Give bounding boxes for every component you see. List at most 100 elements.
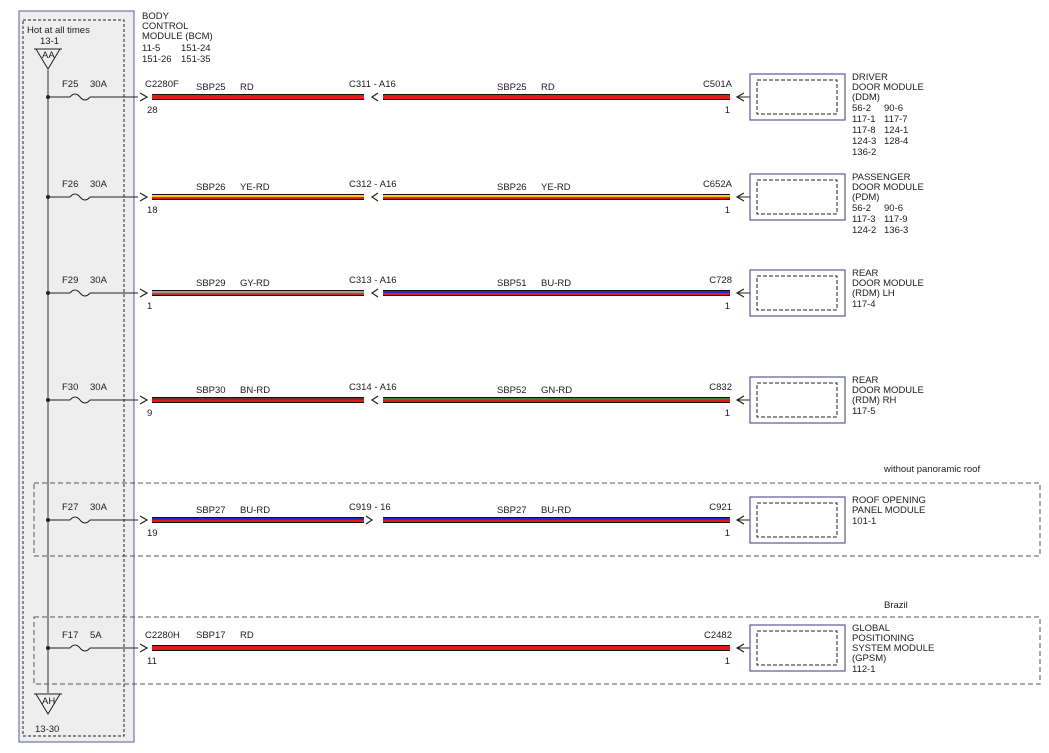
fuse-label: F17: [62, 630, 78, 641]
inline-connector-arrow: [365, 515, 374, 525]
inline-connector: C312 - A16: [349, 179, 397, 190]
module-ref: 136-2: [852, 147, 876, 158]
region-label: Brazil: [884, 600, 908, 611]
module-ref: 124-2: [852, 225, 876, 236]
bcm-pin-arrow: [139, 643, 149, 653]
wire-left[interactable]: [152, 94, 364, 100]
bcm-panel[interactable]: [18, 10, 135, 743]
fuse-icon[interactable]: [69, 644, 91, 652]
module-ref: 90-6: [884, 203, 903, 214]
wire-left[interactable]: [152, 517, 364, 523]
fuse-amps: 5A: [90, 630, 102, 641]
fuse-icon[interactable]: [69, 193, 91, 201]
module-box[interactable]: [749, 624, 846, 672]
inline-connector-arrow: [370, 92, 379, 102]
bcm-ref: 11-5: [142, 43, 160, 54]
fuse-amps: 30A: [90, 179, 108, 190]
module-name: DOOR MODULE: [852, 278, 924, 289]
dest-connector: C501A: [703, 79, 733, 90]
connector-ah-icon[interactable]: AH: [34, 693, 62, 715]
bcm-title-3: MODULE (BCM): [142, 31, 213, 42]
module-box[interactable]: [749, 269, 846, 317]
fuse-icon[interactable]: [69, 289, 91, 297]
right-circuit: SBP52: [497, 385, 527, 396]
bcm-pin-arrow: [139, 288, 149, 298]
connector-aa-icon[interactable]: AA: [34, 48, 62, 70]
wire-right[interactable]: [383, 290, 730, 296]
module-name: (RDM) RH: [852, 395, 896, 406]
module-name: ROOF OPENING: [852, 495, 926, 506]
wire-right[interactable]: [383, 94, 730, 100]
module-ref: 117-8: [852, 125, 876, 136]
left-circuit: SBP25: [196, 82, 226, 93]
wire-right[interactable]: [383, 397, 730, 403]
fuse-label: F29: [62, 275, 78, 286]
fuse-amps: 30A: [90, 79, 108, 90]
left-circuit: SBP27: [196, 505, 226, 516]
fuse-label: F30: [62, 382, 78, 393]
fuse-icon[interactable]: [69, 93, 91, 101]
module-box[interactable]: [749, 376, 846, 424]
fuse-icon[interactable]: [69, 516, 91, 524]
left-circuit: SBP26: [196, 182, 226, 193]
module-name: DOOR MODULE: [852, 385, 924, 396]
module-name: DOOR MODULE: [852, 82, 924, 93]
bcm-connector: C2280H: [145, 630, 180, 641]
module-ref: 90-6: [884, 103, 903, 114]
module-name: REAR: [852, 375, 879, 386]
module-ref: 117-7: [884, 114, 908, 125]
inline-connector: C919 - 16: [349, 502, 391, 513]
right-color-code: BU-RD: [541, 505, 571, 516]
module-box[interactable]: [749, 496, 846, 544]
right-color-code: YE-RD: [541, 182, 571, 193]
fuse-label: F26: [62, 179, 78, 190]
wire-right[interactable]: [383, 517, 730, 523]
module-name: PASSENGER: [852, 172, 911, 183]
module-name: (GPSM): [852, 653, 886, 664]
wire-left[interactable]: [152, 194, 364, 200]
right-color-code: RD: [541, 82, 555, 93]
module-box[interactable]: [749, 173, 846, 221]
region-without-panoramic-roof: without panoramic roof: [33, 464, 1041, 557]
left-circuit: SBP29: [196, 278, 226, 289]
bcm-pin: 19: [147, 528, 158, 539]
hot-ref: 13-1: [40, 36, 59, 47]
wire-left[interactable]: [152, 397, 364, 403]
dest-pin: 1: [725, 408, 730, 419]
left-circuit: SBP17: [196, 630, 226, 641]
module-name: DRIVER: [852, 72, 888, 83]
bcm-pin-arrow: [139, 515, 149, 525]
module-ref: 136-3: [884, 225, 908, 236]
bottom-ref: 13-30: [35, 724, 59, 735]
inline-connector: C311 - A16: [349, 79, 396, 90]
fuse-amps: 30A: [90, 275, 108, 286]
bcm-ref: 151-26: [142, 54, 172, 65]
bcm-ref: 151-35: [181, 54, 211, 65]
wire-left[interactable]: [152, 290, 364, 296]
left-color-code: BN-RD: [240, 385, 270, 396]
module-box[interactable]: [749, 73, 846, 121]
fuse-icon[interactable]: [69, 396, 91, 404]
module-ref: 117-3: [852, 214, 876, 225]
hot-at-all-times-label: Hot at all times: [27, 25, 90, 36]
right-color-code: GN-RD: [541, 385, 572, 396]
bcm-connector: C2280F: [145, 79, 179, 90]
wire-right[interactable]: [383, 194, 730, 200]
left-color-code: YE-RD: [240, 182, 270, 193]
left-color-code: RD: [240, 82, 254, 93]
inline-connector-arrow: [370, 192, 379, 202]
bcm-pin: 18: [147, 205, 158, 216]
module-ref: 117-1: [852, 114, 876, 125]
module-ref: 128-4: [884, 136, 908, 147]
left-color-code: GY-RD: [240, 278, 270, 289]
module-name: DOOR MODULE: [852, 182, 924, 193]
fuse-amps: 30A: [90, 382, 108, 393]
wire-full[interactable]: [152, 645, 730, 651]
